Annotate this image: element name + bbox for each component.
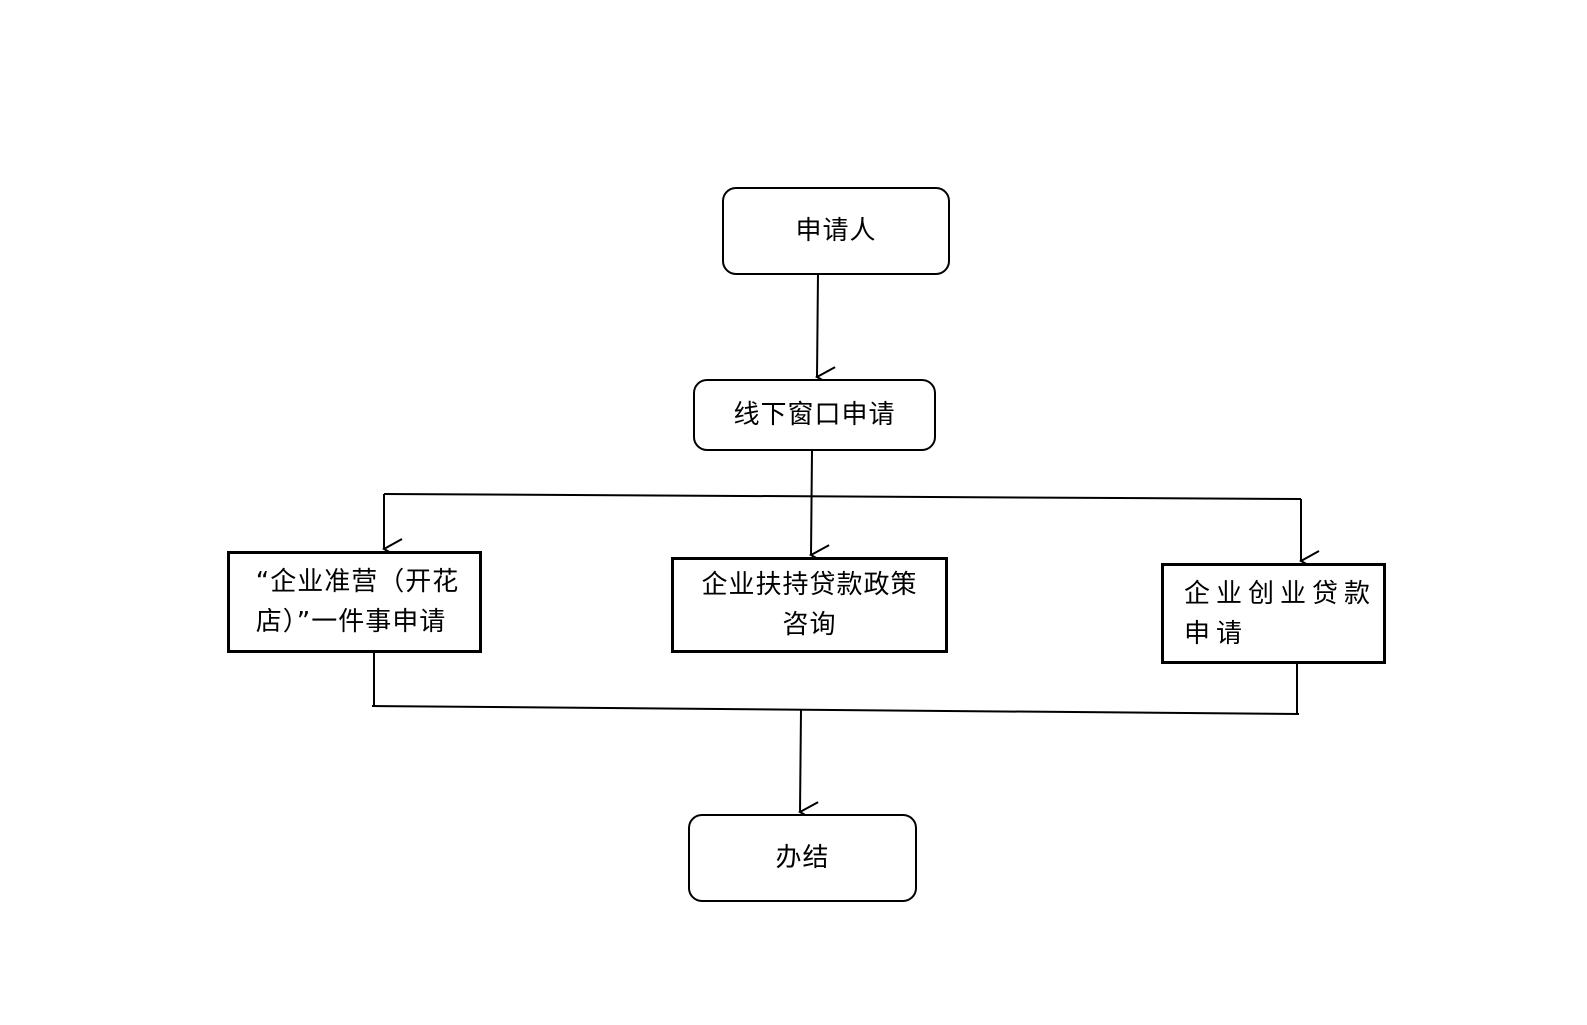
applicant-node: 申请人 xyxy=(722,187,950,275)
arrow-merge-to-completed xyxy=(797,709,819,824)
flower-shop-application-node: “企业准营（开花 店）”一件事申请 xyxy=(227,551,482,653)
offline-window-node: 线下窗口申请 xyxy=(693,379,936,451)
applicant-label: 申请人 xyxy=(795,216,877,246)
branch-horizontal-line xyxy=(383,493,1302,500)
merge-horizontal-line xyxy=(371,705,1300,715)
policy-consult-node: 企业扶持贷款政策 咨询 xyxy=(671,557,948,653)
policy-consult-label: 企业扶持贷款政策 咨询 xyxy=(701,570,918,640)
startup-loan-application-node: 企业创业贷款 申请 xyxy=(1161,563,1386,664)
offline-window-label: 线下窗口申请 xyxy=(733,400,896,430)
completed-node: 办结 xyxy=(688,814,917,902)
arrow-applicant-to-offline xyxy=(814,272,836,389)
flower-shop-application-label: “企业准营（开花 店）”一件事申请 xyxy=(255,567,460,637)
startup-loan-application-label: 企业创业贷款 申请 xyxy=(1184,578,1377,649)
completed-label: 办结 xyxy=(775,843,830,873)
arrow-offline-to-policy xyxy=(808,450,830,567)
